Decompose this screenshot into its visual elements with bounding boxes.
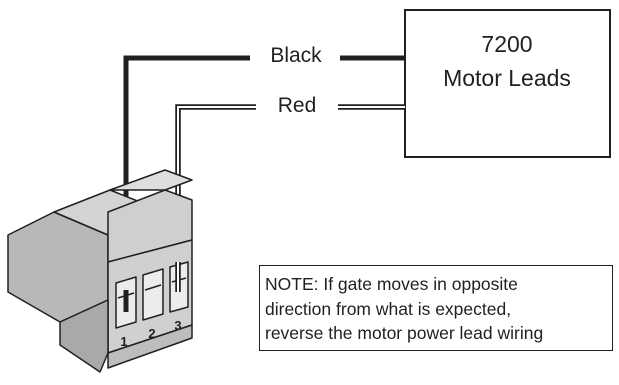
pin-label-2: 2 [148, 326, 155, 341]
note-line-1: NOTE: If gate moves in opposite [265, 274, 518, 294]
terminal-block [7, 169, 193, 373]
red-wire [175, 104, 405, 268]
note-line-2: direction from what is expected, [265, 298, 512, 319]
note-box: NOTE: If gate moves in opposite directio… [259, 265, 613, 351]
note-line-3: reverse the motor power lead wiring [265, 323, 544, 343]
motor-box-subtitle: Motor Leads [443, 65, 571, 91]
pin-label-1: 1 [120, 334, 127, 349]
motor-leads-box [404, 9, 611, 158]
pin-label-3: 3 [174, 318, 181, 333]
red-wire-label: Red [278, 94, 317, 117]
black-wire-label: Black [270, 44, 322, 67]
motor-box-title: 7200 [481, 31, 532, 57]
